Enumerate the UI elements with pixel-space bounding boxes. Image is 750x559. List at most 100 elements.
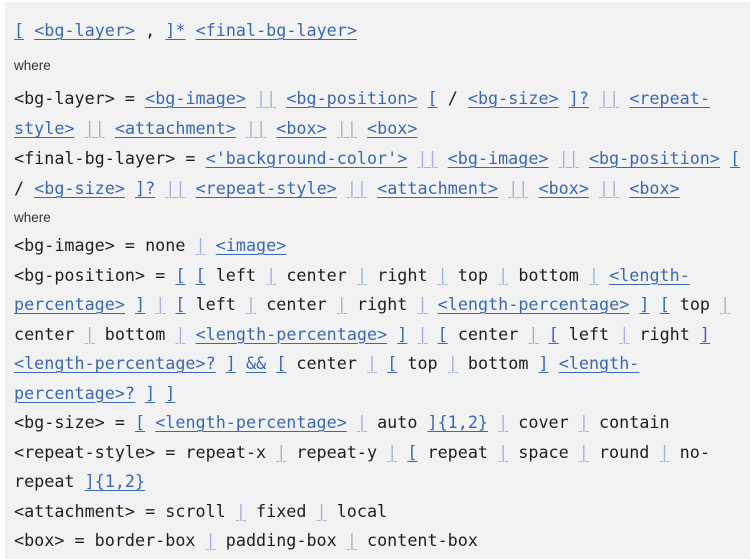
- syntax-combinator-link[interactable]: |: [447, 353, 458, 373]
- syntax-combinator-link[interactable]: ||: [84, 118, 105, 138]
- syntax-term-link[interactable]: &&: [245, 353, 267, 373]
- syntax-term-link[interactable]: <bg-position>: [588, 148, 720, 168]
- syntax-combinator-link[interactable]: |: [276, 441, 287, 462]
- syntax-combinator-link[interactable]: |: [84, 323, 95, 344]
- syntax-literal: bottom: [508, 264, 589, 285]
- syntax-term-link[interactable]: ]: [699, 323, 710, 344]
- syntax-term-link[interactable]: [: [276, 353, 287, 373]
- syntax-combinator-link[interactable]: |: [528, 323, 539, 344]
- syntax-term-link[interactable]: <length-percentage>?: [14, 353, 216, 373]
- syntax-term-link[interactable]: <bg-size>: [467, 88, 559, 108]
- syntax-term-link[interactable]: [: [427, 88, 438, 108]
- syntax-term-link[interactable]: [: [195, 264, 206, 285]
- syntax-combinator-link[interactable]: |: [356, 412, 367, 432]
- syntax-combinator-link[interactable]: |: [316, 500, 327, 521]
- syntax-combinator-link[interactable]: |: [246, 294, 257, 314]
- syntax-term-link[interactable]: ]{1,2}: [84, 471, 146, 491]
- syntax-term-link[interactable]: ]: [397, 323, 408, 344]
- syntax-term-link[interactable]: <box>: [367, 118, 418, 138]
- syntax-term-link[interactable]: <length-percentage>: [155, 412, 347, 432]
- syntax-combinator-link[interactable]: |: [498, 441, 509, 462]
- syntax-combinator-link[interactable]: |: [417, 294, 428, 314]
- syntax-combinator-link[interactable]: ||: [165, 178, 186, 198]
- syntax-combinator-link[interactable]: |: [356, 264, 368, 285]
- syntax-combinator-link[interactable]: |: [437, 264, 448, 285]
- syntax-term-link[interactable]: <attachment>: [114, 118, 236, 138]
- syntax-term-link[interactable]: <box>: [276, 118, 327, 138]
- syntax-term-link[interactable]: <length-: [609, 264, 690, 285]
- syntax-combinator-link[interactable]: |: [266, 264, 277, 285]
- syntax-combinator-link[interactable]: |: [498, 264, 509, 285]
- syntax-term-link[interactable]: [: [14, 20, 25, 40]
- syntax-combinator-link[interactable]: |: [235, 500, 246, 521]
- syntax-combinator-link[interactable]: ||: [558, 148, 579, 168]
- syntax-term-link[interactable]: <attachment>: [377, 178, 499, 198]
- syntax-term-link[interactable]: [: [175, 264, 186, 285]
- syntax-term-link[interactable]: <final-bg-layer>: [195, 20, 357, 40]
- syntax-combinator-link[interactable]: |: [155, 294, 166, 314]
- syntax-combinator-link[interactable]: ||: [417, 148, 438, 168]
- syntax-literal: fixed: [245, 500, 317, 521]
- syntax-term-link[interactable]: [: [387, 353, 398, 373]
- syntax-term-link[interactable]: style>: [14, 118, 75, 138]
- syntax-term-link[interactable]: <length-percentage>: [195, 323, 388, 344]
- syntax-term-link[interactable]: <'background-color'>: [205, 148, 408, 168]
- syntax-term-link[interactable]: [: [135, 412, 146, 432]
- syntax-combinator-link[interactable]: |: [578, 441, 589, 462]
- syntax-term-link[interactable]: [: [437, 323, 448, 344]
- syntax-term-link[interactable]: percentage>?: [14, 382, 136, 403]
- syntax-term-link[interactable]: ]: [225, 353, 236, 373]
- syntax-term-link[interactable]: <length-: [558, 353, 640, 373]
- syntax-term-link[interactable]: ]?: [135, 178, 156, 198]
- syntax-combinator-link[interactable]: ||: [256, 88, 277, 108]
- syntax-term-link[interactable]: <repeat-: [629, 88, 710, 108]
- syntax-term-link[interactable]: <bg-image>: [145, 88, 246, 108]
- syntax-combinator-link[interactable]: |: [498, 412, 509, 432]
- syntax-combinator-link[interactable]: ||: [245, 118, 267, 138]
- syntax-term-link[interactable]: <box>: [538, 178, 589, 198]
- syntax-term-link[interactable]: <bg-position>: [286, 88, 418, 108]
- syntax-term-link[interactable]: [: [730, 148, 741, 168]
- syntax-term-link[interactable]: <repeat-style>: [195, 178, 337, 198]
- syntax-combinator-link[interactable]: |: [195, 235, 206, 255]
- syntax-combinator-link[interactable]: |: [346, 530, 357, 550]
- syntax-combinator-link[interactable]: ||: [599, 178, 620, 198]
- syntax-term-link[interactable]: ]: [639, 294, 650, 314]
- syntax-literal: <bg-image> = none: [14, 235, 196, 255]
- syntax-term-link[interactable]: ]{1,2}: [427, 412, 489, 432]
- syntax-term-link[interactable]: ]: [145, 382, 156, 403]
- syntax-combinator-link[interactable]: ||: [508, 178, 529, 198]
- syntax-combinator-link[interactable]: |: [367, 353, 378, 373]
- syntax-combinator-link[interactable]: |: [417, 323, 428, 344]
- syntax-term-link[interactable]: <bg-layer>: [34, 20, 136, 40]
- syntax-combinator-link[interactable]: ||: [346, 178, 368, 198]
- syntax-term-link[interactable]: ]?: [568, 88, 589, 108]
- syntax-combinator-link[interactable]: ||: [599, 88, 620, 108]
- syntax-term-link[interactable]: percentage>: [14, 294, 125, 314]
- syntax-term-link[interactable]: <box>: [629, 178, 680, 198]
- formal-syntax-panel: [ <bg-layer> , ]* <final-bg-layer>where<…: [5, 2, 750, 559]
- syntax-term-link[interactable]: ]: [538, 353, 549, 373]
- syntax-combinator-link[interactable]: |: [387, 441, 398, 462]
- syntax-combinator-link[interactable]: |: [659, 441, 670, 462]
- syntax-combinator-link[interactable]: |: [720, 294, 731, 314]
- syntax-term-link[interactable]: ]: [165, 382, 176, 403]
- syntax-combinator-link[interactable]: |: [205, 530, 216, 550]
- syntax-term-link[interactable]: [: [548, 323, 559, 344]
- syntax-combinator-link[interactable]: |: [619, 323, 630, 344]
- syntax-term-link[interactable]: <bg-image>: [447, 148, 549, 168]
- syntax-combinator-link[interactable]: |: [336, 294, 347, 314]
- syntax-combinator-link[interactable]: ||: [336, 118, 357, 138]
- syntax-combinator-link[interactable]: |: [578, 412, 589, 432]
- syntax-term-link[interactable]: [: [659, 294, 670, 314]
- syntax-combinator-link[interactable]: |: [175, 323, 186, 344]
- syntax-term-link[interactable]: <image>: [215, 235, 287, 255]
- syntax-literal: [145, 412, 155, 432]
- syntax-term-link[interactable]: ]*: [165, 20, 186, 40]
- syntax-term-link[interactable]: [: [175, 294, 186, 314]
- syntax-combinator-link[interactable]: |: [588, 264, 600, 285]
- syntax-term-link[interactable]: <length-percentage>: [437, 294, 630, 314]
- syntax-term-link[interactable]: ]: [135, 294, 146, 314]
- syntax-term-link[interactable]: [: [407, 441, 418, 462]
- syntax-term-link[interactable]: <bg-size>: [34, 178, 125, 198]
